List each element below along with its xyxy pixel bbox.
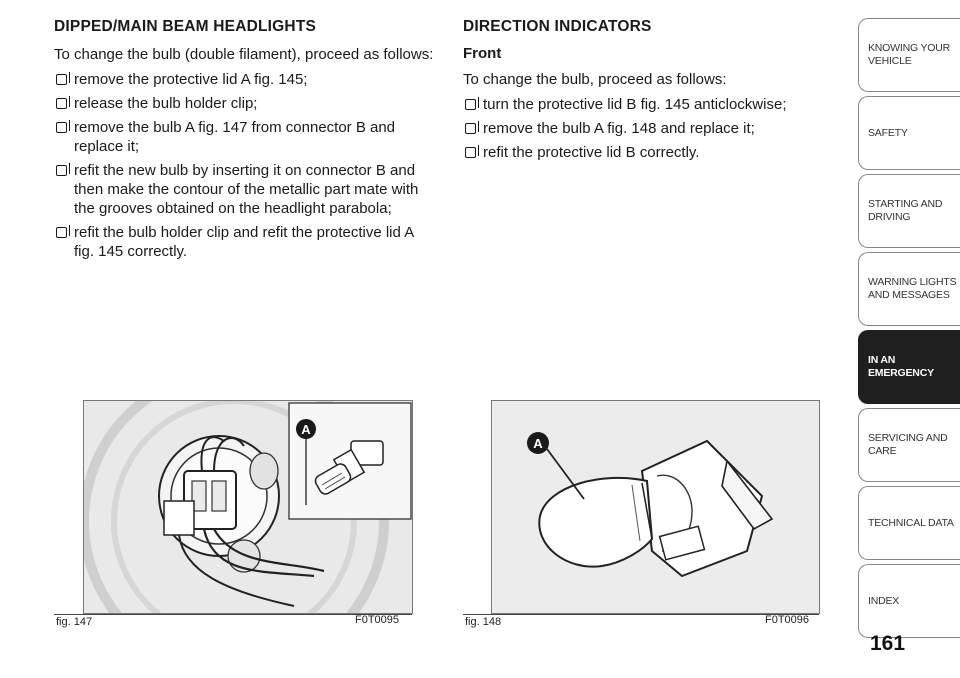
left-column: DIPPED/MAIN BEAM HEADLIGHTS To change th… [54,18,434,266]
checkbox-bullet-icon [56,96,70,109]
checkbox-bullet-icon [465,145,479,158]
figure-caption: fig. 147 [56,616,93,628]
section-heading: DIPPED/MAIN BEAM HEADLIGHTS [54,18,317,35]
callout-a-label: A [533,436,543,451]
checkbox-bullet-icon [56,120,70,133]
page-number: 161 [870,632,906,655]
tab-safety[interactable]: SAFETY [858,96,960,170]
callout-a-badge [296,419,316,439]
list-item: turn the protective lid B fig. 145 antic… [463,95,833,114]
checkbox-bullet-icon [465,121,479,134]
checkbox-bullet-icon [56,163,70,176]
figure-rule [54,614,412,615]
intro-text: To change the bulb, proceed as follows: [463,71,727,88]
figure-code: F0T0096 [765,614,810,626]
headlight-bulb-illustration: A [84,401,412,613]
tab-warning-lights[interactable]: WARNING LIGHTS AND MESSAGES [858,252,960,326]
callout-a-label: A [301,422,311,437]
tab-in-an-emergency[interactable]: IN AN EMERGENCY [858,330,960,404]
intro-text: To change the bulb (double filament), pr… [54,46,434,63]
subsection-heading: Front [463,45,502,62]
list-item: remove the bulb A fig. 147 from connecto… [54,118,434,156]
figure-caption: fig. 148 [465,616,502,628]
list-item: refit the bulb holder clip and refit the… [54,223,434,261]
list-item: remove the bulb A fig. 148 and replace i… [463,119,833,138]
tab-knowing-your-vehicle[interactable]: KNOWING YOUR VEHICLE [858,18,960,92]
list-item: refit the protective lid B correctly. [463,143,833,162]
list-item: refit the new bulb by inserting it on co… [54,161,434,218]
figure-code: F0T0095 [355,614,400,626]
tab-technical-data[interactable]: TECHNICAL DATA [858,486,960,560]
callout-a-badge [527,432,549,454]
checkbox-bullet-icon [56,72,70,85]
right-column: DIRECTION INDICATORS Front To change the… [463,18,833,167]
figure-rule [463,614,819,615]
tab-index[interactable]: INDEX [858,564,960,638]
figure-147-headlight-bulb: A [83,400,413,614]
tab-starting-and-driving[interactable]: STARTING AND DRIVING [858,174,960,248]
list-item: release the bulb holder clip; [54,94,434,113]
indicator-bulb-illustration: A [492,401,819,613]
tab-servicing-and-care[interactable]: SERVICING AND CARE [858,408,960,482]
figure-148-indicator-bulb: A [491,400,820,614]
section-heading: DIRECTION INDICATORS [463,18,652,35]
checkbox-bullet-icon [56,225,70,238]
steps-list: turn the protective lid B fig. 145 antic… [463,95,833,162]
steps-list: remove the protective lid A fig. 145; re… [54,70,434,261]
list-item: remove the protective lid A fig. 145; [54,70,434,89]
checkbox-bullet-icon [465,97,479,110]
